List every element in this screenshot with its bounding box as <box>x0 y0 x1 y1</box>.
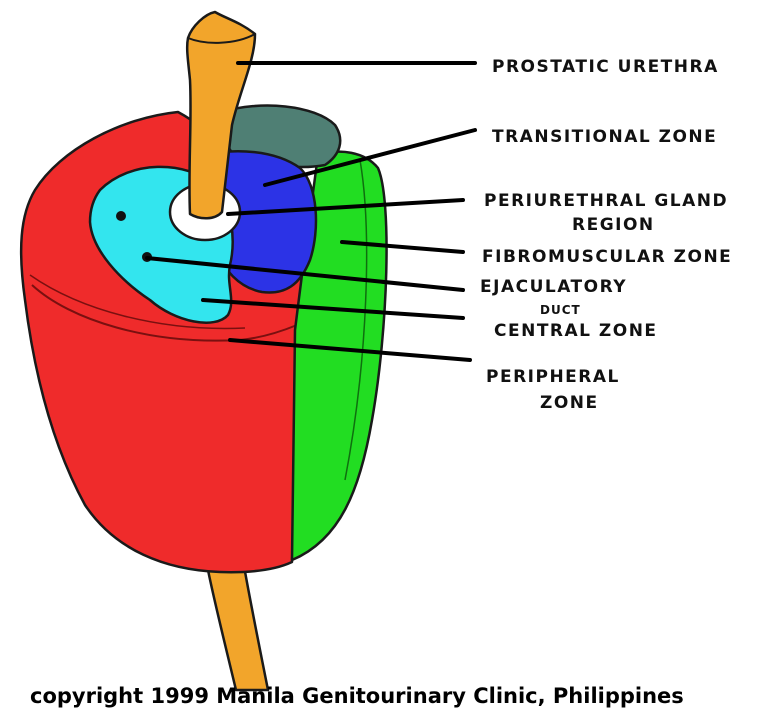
label-peripheral-line2: ZONE <box>540 393 599 413</box>
label-peripheral-line1: PERIPHERAL <box>486 367 620 387</box>
label-transitional-zone: TRANSITIONAL ZONE <box>492 127 717 147</box>
urethra-bottom <box>208 566 268 690</box>
label-periurethral-line2: REGION <box>572 215 655 235</box>
label-periurethral-line1: PERIURETHRAL GLAND <box>484 191 728 211</box>
label-ejaculatory-line2: DUCT <box>540 303 581 317</box>
label-fibromuscular-zone: FIBROMUSCULAR ZONE <box>482 247 732 267</box>
label-ejaculatory-line1: EJACULATORY <box>480 277 627 297</box>
copyright-notice: copyright 1999 Manila Genitourinary Clin… <box>30 686 684 707</box>
ejaculatory-duct-dot <box>116 211 126 221</box>
label-central-zone: CENTRAL ZONE <box>494 321 658 341</box>
label-prostatic-urethra: PROSTATIC URETHRA <box>492 57 719 77</box>
